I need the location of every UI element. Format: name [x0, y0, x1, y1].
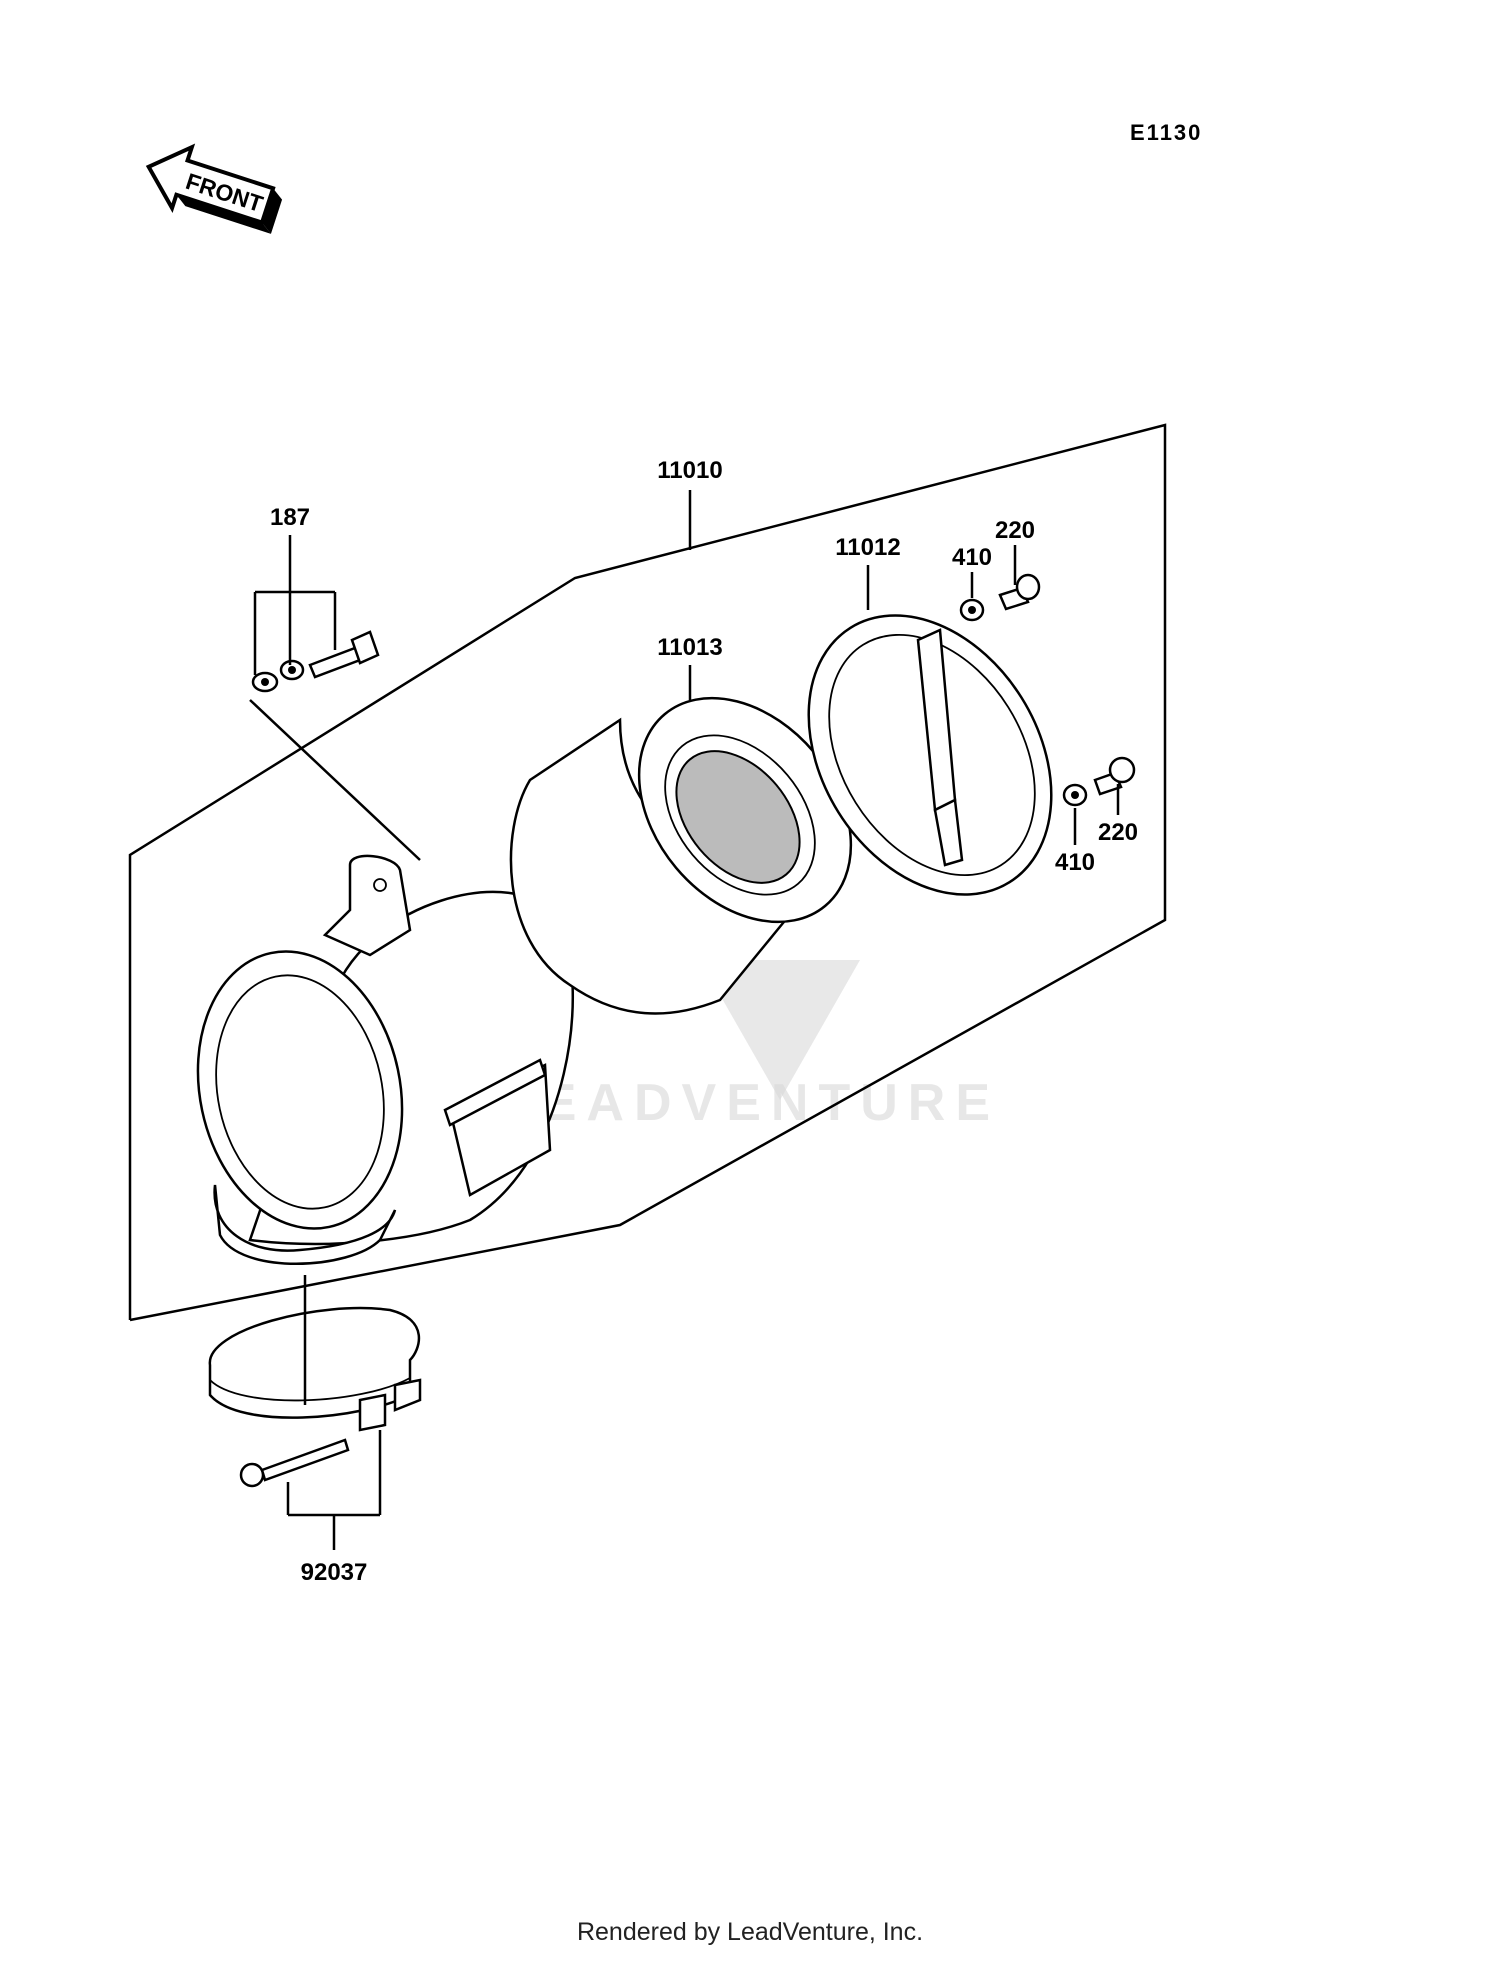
- label-220-right: 220: [1098, 819, 1138, 846]
- diagram-code: E1130: [1130, 120, 1202, 145]
- label-11012: 11012: [835, 534, 900, 561]
- label-11010: 11010: [657, 457, 722, 484]
- label-92037: 92037: [301, 1559, 368, 1586]
- label-220-top: 220: [995, 517, 1035, 544]
- cover-11012: [807, 614, 1053, 896]
- washer-bolt-top: [959, 545, 1041, 622]
- mesh: [675, 750, 801, 884]
- bolt-set-187: [251, 535, 380, 693]
- clamp-92037: [208, 1275, 422, 1550]
- watermark: LEADVENTURE: [500, 880, 1000, 1132]
- label-410-top: 410: [952, 544, 992, 571]
- label-410-right: 410: [1055, 849, 1095, 876]
- washer-bolt-right: [1062, 756, 1136, 845]
- label-11013: 11013: [657, 634, 722, 661]
- air-cleaner-housing: [196, 854, 574, 1265]
- leader-187-bracket: [249, 699, 421, 861]
- watermark-text: LEADVENTURE: [500, 1074, 1000, 1132]
- assembly-outline: [128, 423, 1167, 1322]
- label-187: 187: [270, 504, 310, 531]
- filter-element-11013: [509, 696, 853, 1015]
- front-arrow-icon: FRONT: [145, 143, 283, 234]
- footer-credit: Rendered by LeadVenture, Inc.: [576, 1918, 924, 1946]
